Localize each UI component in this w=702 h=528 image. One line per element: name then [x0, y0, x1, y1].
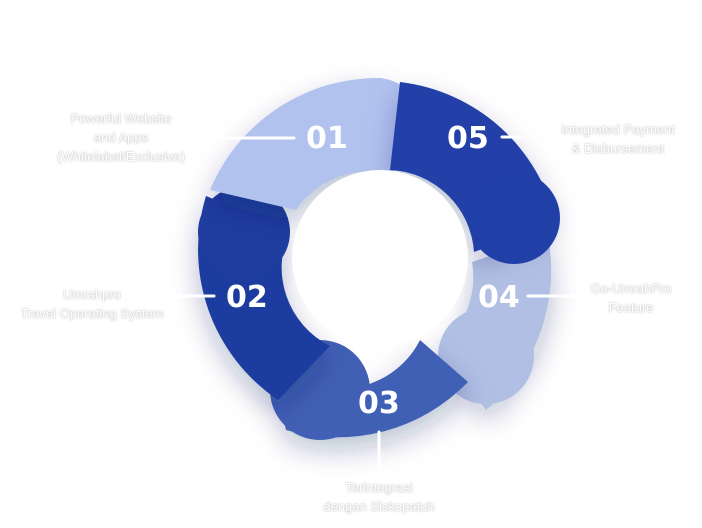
label-04-line-1: Go-UmrahPro [590, 281, 672, 296]
label-02: Umrahpro Travel Operating System [4, 285, 180, 323]
callout-dot-03 [376, 463, 382, 469]
segment-04-number: 04 [478, 280, 520, 315]
segment-01-number: 01 [306, 121, 348, 156]
label-01: Powerful Website and Apps (Whitelabel/Ex… [38, 109, 204, 166]
label-01-line-3: (Whitelabel/Exclusive) [57, 149, 185, 164]
label-05-line-1: Integrated Payment [561, 122, 675, 137]
segment-03-number: 03 [358, 386, 400, 421]
label-02-line-1: Umrahpro [63, 287, 121, 302]
center-hole [292, 170, 468, 346]
label-03: Terintegrasi dengan Siskopatuh [296, 478, 462, 516]
segment-05-number: 05 [447, 121, 489, 156]
label-03-line-1: Terintegrasi [345, 480, 413, 495]
label-01-line-1: Powerful Website [70, 111, 172, 126]
label-03-line-2: dengan Siskopatuh [323, 499, 435, 514]
callout-dot-01 [197, 135, 203, 141]
label-04: Go-UmrahPro Feature [576, 279, 686, 317]
segment-02-number: 02 [226, 280, 268, 315]
segment-05-cap [468, 172, 560, 264]
callout-dot-04 [569, 293, 575, 299]
label-05-line-2: & Disbursement [571, 141, 665, 156]
label-02-line-2: Travel Operating System [20, 306, 164, 321]
callout-dot-02 [177, 293, 183, 299]
label-05: Integrated Payment & Disbursement [548, 120, 688, 158]
label-01-line-2: and Apps [93, 130, 149, 145]
segment-02-cap [198, 186, 290, 278]
label-04-line-2: Feature [608, 300, 654, 315]
